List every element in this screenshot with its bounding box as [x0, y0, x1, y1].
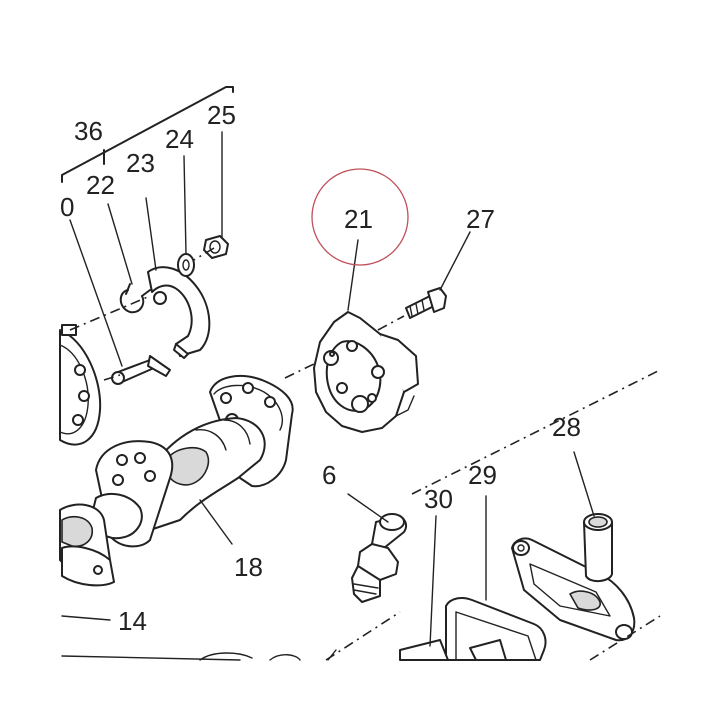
- callout-labels: 36 25 24 23 22 0 21 27 28 29 30 6 18 14: [60, 100, 581, 636]
- pin-part: [111, 355, 171, 385]
- bolt-part: [405, 287, 447, 319]
- label-21: 21: [344, 204, 373, 234]
- highlight-circle: [311, 168, 409, 266]
- label-23: 23: [126, 148, 155, 178]
- label-18: 18: [234, 552, 263, 582]
- label-29: 29: [468, 460, 497, 490]
- label-22: 22: [86, 170, 115, 200]
- label-28: 28: [552, 412, 581, 442]
- label-20: 0: [60, 192, 74, 222]
- label-24: 24: [165, 124, 194, 154]
- stud-part: [351, 513, 408, 603]
- thermostat-part: [399, 639, 507, 661]
- label-14: 14: [118, 606, 147, 636]
- nut-part: [203, 235, 229, 259]
- water-outlet-part: [511, 513, 636, 642]
- label-27: 27: [466, 204, 495, 234]
- bottom-housing: [61, 649, 337, 661]
- label-36: 36: [74, 116, 103, 146]
- label-30: 30: [424, 484, 453, 514]
- washer-part: [177, 253, 195, 277]
- timing-plate-part: [313, 311, 419, 433]
- camshaft-part: [59, 375, 294, 587]
- left-sprocket: [59, 324, 102, 446]
- alignment-lines: [69, 247, 661, 661]
- label-6: 6: [322, 460, 336, 490]
- leader-lines: [61, 131, 595, 647]
- snap-ring-part: [119, 283, 151, 314]
- bracket-36: [61, 86, 234, 183]
- sensor-plate-part: [147, 266, 211, 359]
- label-25: 25: [207, 100, 236, 130]
- gasket-part: [445, 597, 547, 661]
